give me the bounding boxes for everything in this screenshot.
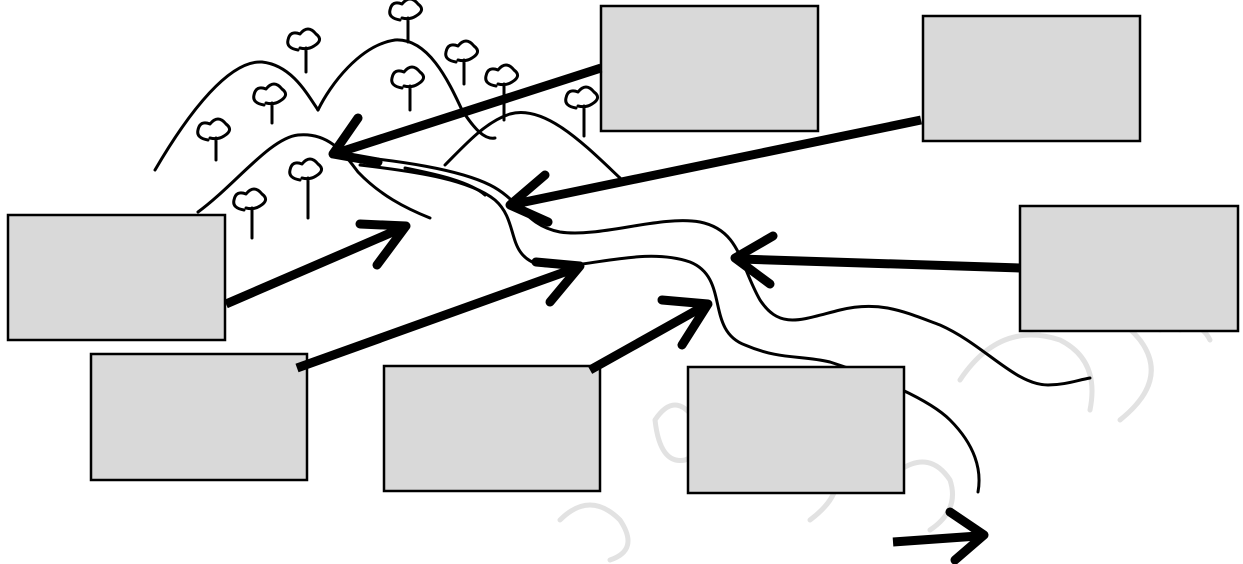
mountain-back-center xyxy=(316,38,497,140)
box-bottom-center xyxy=(382,364,602,493)
mountains xyxy=(153,38,622,220)
mountain-front xyxy=(196,133,432,220)
tree-icon xyxy=(286,27,321,74)
mountain-back-left xyxy=(153,60,320,172)
river-center-line xyxy=(403,166,487,197)
tree-icon xyxy=(388,0,423,44)
box-top-right xyxy=(921,14,1142,143)
box-bottom-right xyxy=(686,365,906,495)
tree-icon xyxy=(390,65,425,112)
arrow-icon xyxy=(892,507,989,564)
box-top-center xyxy=(599,4,820,133)
mountain-back-right xyxy=(443,111,622,180)
arrow-icon xyxy=(295,257,585,373)
tree-icon xyxy=(564,85,599,138)
arrow-icon xyxy=(224,219,411,309)
box-left xyxy=(6,213,227,342)
label-boxes xyxy=(6,4,1240,495)
arrow-icon xyxy=(730,231,1021,289)
arrow-icon xyxy=(505,115,922,227)
trees xyxy=(196,0,599,240)
arrow-icon xyxy=(587,295,713,374)
arrows xyxy=(224,63,1021,564)
tree-icon xyxy=(196,117,231,162)
tree-icon xyxy=(288,157,323,220)
arrow-icon xyxy=(328,63,603,167)
tree-icon xyxy=(252,82,287,125)
box-bottom-left xyxy=(89,352,309,482)
river-bank-lower xyxy=(358,163,981,494)
river xyxy=(333,153,1092,494)
river-bank-upper xyxy=(333,153,1092,387)
tree-icon xyxy=(232,187,267,240)
box-mid-right xyxy=(1018,204,1240,333)
tree-icon xyxy=(444,39,479,86)
